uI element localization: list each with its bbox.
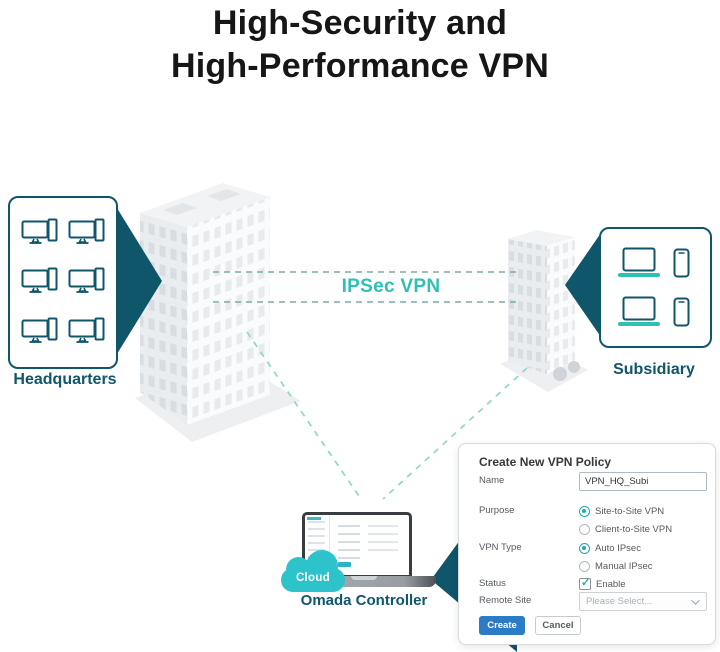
cancel-button[interactable]: Cancel [535,616,581,635]
headquarters-building [135,183,301,442]
status-label: Status [479,578,506,589]
vpn-type-label: VPN Type [479,542,522,553]
laptop-screen-content [330,515,409,575]
create-vpn-policy-dialog: Create New VPN Policy Name Purpose Site-… [458,443,716,645]
desktop-icon [68,218,104,244]
remote-site-label: Remote Site [479,595,532,606]
radio-selected-icon[interactable] [579,505,590,517]
checkbox-checked-icon[interactable] [579,576,591,590]
headquarters-devices-panel [8,196,118,369]
purpose-option-client-to-site[interactable]: Client-to-Site VPN [579,520,672,538]
laptop-base [292,576,436,587]
cloud-icon: Cloud [281,550,347,594]
desktop-icon [68,317,104,344]
headquarters-label: Headquarters [13,371,117,388]
title-line-1: High-Security and [212,4,508,42]
subsidiary-devices-panel [599,227,712,348]
remote-site-select[interactable]: Please Select... [579,592,707,611]
radio-selected-icon[interactable] [579,542,590,554]
laptop-screen-mini-button [337,562,351,567]
chevron-down-icon [691,595,700,605]
name-input[interactable] [579,472,707,491]
vpn-type-option-auto-ipsec[interactable]: Auto IPsec [579,539,641,557]
purpose-option-label: Client-to-Site VPN [595,523,673,535]
omada-controller-label: Omada Controller [300,592,428,609]
desktop-icon [21,267,57,294]
desktop-icon [68,267,104,294]
status-checkbox-label: Enable [596,578,626,590]
cloud-base [281,568,345,592]
cloud-label: Cloud [295,572,331,584]
phone-icon [673,248,690,278]
vpn-type-option-manual-ipsec[interactable]: Manual IPsec [579,557,653,575]
remote-site-placeholder: Please Select... [586,596,653,607]
laptop-icon [618,296,661,326]
phone-icon [673,297,690,327]
name-label: Name [479,475,505,486]
vpn-type-option-label: Auto IPsec [595,542,641,554]
title-line-2: High-Performance VPN [170,47,550,85]
subsidiary-label: Subsidiary [613,361,695,378]
laptop-icon [618,247,661,278]
subsidiary-building [500,230,588,392]
purpose-option-label: Site-to-Site VPN [595,505,665,517]
vpn-type-option-label: Manual IPsec [595,560,653,572]
radio-unselected-icon[interactable] [579,560,590,572]
radio-unselected-icon[interactable] [579,523,590,535]
dialog-title: Create New VPN Policy [479,455,612,469]
ipsec-vpn-label: IPSec VPN [341,276,441,297]
create-button[interactable]: Create [479,616,525,635]
purpose-option-site-to-site[interactable]: Site-to-Site VPN [579,502,664,520]
page-title: High-Security and High-Performance VPN [0,2,720,88]
desktop-icon [21,317,57,344]
desktop-icon [21,218,57,244]
status-enable-option[interactable]: Enable [579,575,626,593]
purpose-label: Purpose [479,505,515,516]
